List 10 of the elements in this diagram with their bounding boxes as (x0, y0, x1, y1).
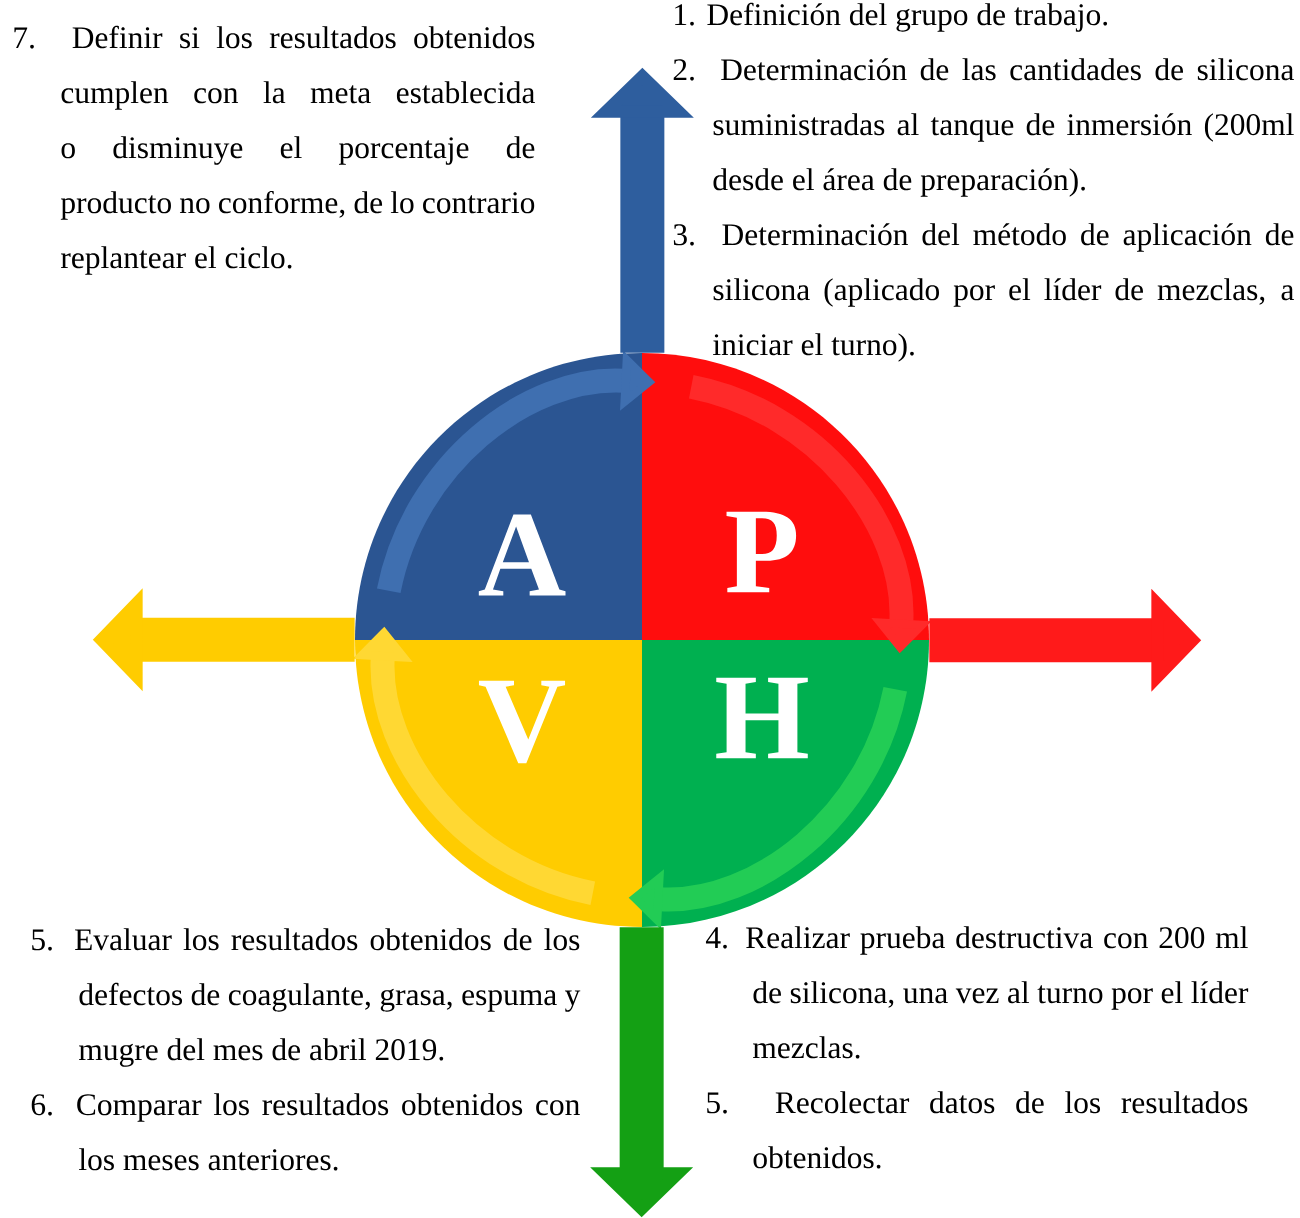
quadrant: V (355, 640, 642, 927)
list-item: 4. Realizar prueba destructiva con 200 ml de silicona, una vez al turno por el líder mezclas. (705, 926, 1249, 1059)
list-item: 2. Determinación de las cantidades de silicona suministradas al tanque de inmersión (200ml desde el área de preparación). (673, 58, 1294, 197)
quadrant: A (355, 353, 642, 640)
list-item: 6. Comparar los resultados obtenidos con los meses anteriores. (31, 1093, 580, 1171)
list-item: 5. Recolectar datos de los resultados obtenidos. (707, 1091, 1248, 1169)
list-item: 7. Definir si los resultados obtenidos cumplen con la meta establecida o disminuye el porcentaje de producto no conforme, de lo contrario replantear el ciclo. (14, 25, 535, 275)
list-item: 1. Definición del grupo de trabajo. (675, 2, 1108, 32)
list-item: 5. Evaluar los resultados obtenidos de los defectos de coagulante, grasa, espuma y mugre del mes de abril 2019. (32, 928, 581, 1067)
quadrant: H (642, 640, 929, 927)
